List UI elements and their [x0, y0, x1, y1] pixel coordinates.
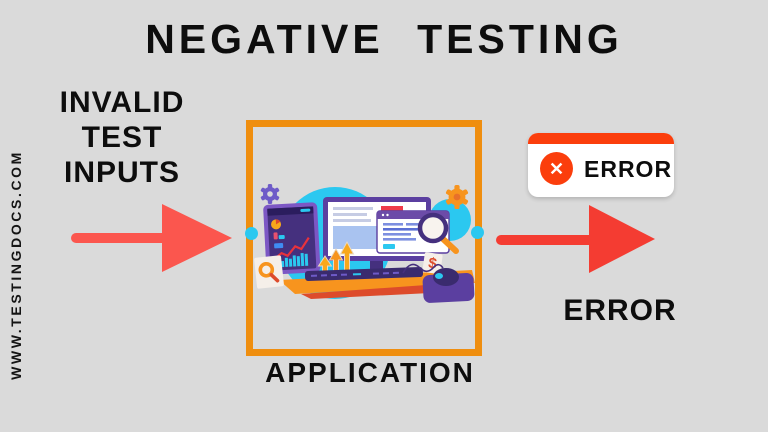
- connector-dot-right: [471, 226, 484, 239]
- invalid-inputs-label: INVALID TEST INPUTS: [32, 85, 212, 190]
- invalid-inputs-line: INPUTS: [63, 156, 180, 189]
- svg-text:$: $: [427, 255, 438, 273]
- page-title: NEGATIVE TESTING: [145, 16, 623, 62]
- dollar-card-icon: $: [422, 252, 443, 275]
- magnifier-icon: [417, 212, 459, 254]
- error-badge-label: ERROR: [584, 155, 673, 182]
- error-output-label: ERROR: [563, 294, 677, 327]
- invalid-inputs-line: TEST: [81, 121, 163, 154]
- connector-dot-left: [245, 227, 258, 240]
- application-illustration: $: [254, 184, 475, 303]
- keyboard: [304, 267, 424, 281]
- gear-purple-icon: [260, 184, 280, 204]
- gear-orange-icon: [445, 185, 469, 209]
- application-label: APPLICATION: [265, 357, 475, 388]
- application-box: $: [246, 120, 482, 356]
- invalid-inputs-line: INVALID: [59, 86, 185, 119]
- search-card-icon: [254, 255, 284, 289]
- growth-arrows-icon: [317, 240, 355, 282]
- error-badge-top-bar: [528, 133, 674, 144]
- mouse: [422, 268, 475, 303]
- mouse-cable: [402, 263, 444, 274]
- flow-arrow-left-icon: [71, 204, 232, 272]
- flow-arrow-right-icon: [496, 205, 655, 273]
- watermark-text: WWW.TESTINGDOCS.COM: [8, 150, 24, 380]
- error-badge: ✕ ERROR: [528, 133, 674, 197]
- error-x-icon: ✕: [540, 152, 573, 185]
